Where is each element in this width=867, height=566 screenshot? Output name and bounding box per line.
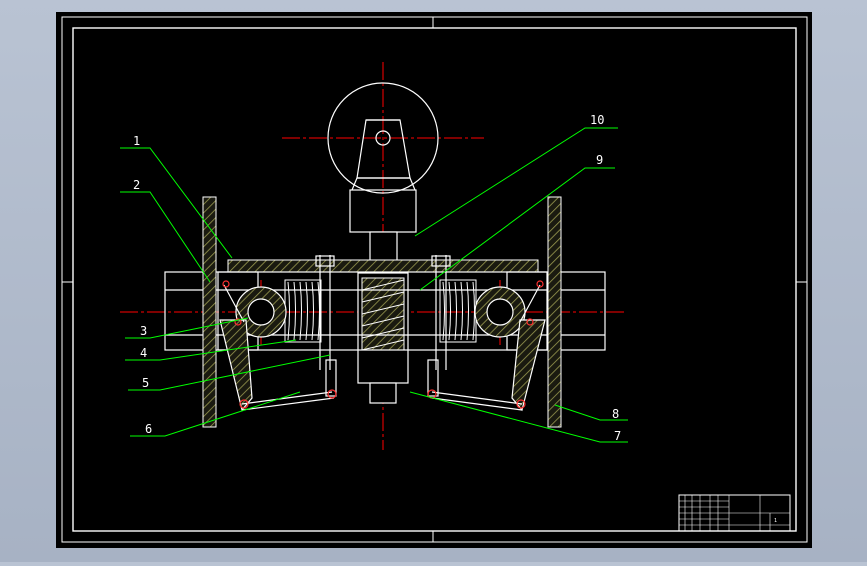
pulley-wheel — [327, 82, 439, 194]
callout-5: 5 — [142, 376, 149, 390]
outer-border — [61, 16, 808, 543]
callout-8: 8 — [612, 407, 619, 421]
jaws — [219, 319, 546, 412]
callout-4: 4 — [140, 346, 147, 360]
sheet-border — [61, 16, 808, 543]
roller-right — [474, 286, 526, 338]
leader-lines — [120, 127, 628, 443]
callout-1: 1 — [133, 134, 140, 148]
leader-3 — [125, 317, 249, 339]
callout-6: 6 — [145, 422, 152, 436]
callout-2: 2 — [133, 178, 140, 192]
spring-left — [284, 279, 322, 343]
callout-7: 7 — [614, 429, 621, 443]
callout-9: 9 — [596, 153, 603, 167]
leader-10 — [414, 127, 618, 237]
leader-9 — [419, 167, 615, 291]
leader-7 — [409, 391, 628, 443]
callout-10: 10 — [590, 113, 604, 127]
title-block: 1 — [678, 494, 791, 532]
leader-8 — [554, 404, 628, 421]
pulley-pin — [375, 130, 391, 146]
leader-5 — [128, 354, 331, 391]
callout-3: 3 — [140, 324, 147, 338]
leader-2 — [120, 191, 211, 283]
screw-thread — [361, 277, 405, 351]
side-plates — [202, 196, 562, 428]
leader-4 — [125, 339, 297, 361]
leader-1 — [120, 147, 233, 259]
title-block-scale: 1 — [774, 518, 777, 524]
pulley-assembly — [327, 82, 439, 233]
inner-border — [72, 27, 797, 532]
linkages — [223, 284, 541, 411]
pivot-pins — [222, 280, 544, 409]
callout-labels: 1 2 3 4 5 6 7 8 9 10 — [133, 113, 621, 443]
top-plate — [227, 259, 539, 273]
roller-left — [235, 286, 287, 338]
leader-6 — [130, 391, 301, 437]
